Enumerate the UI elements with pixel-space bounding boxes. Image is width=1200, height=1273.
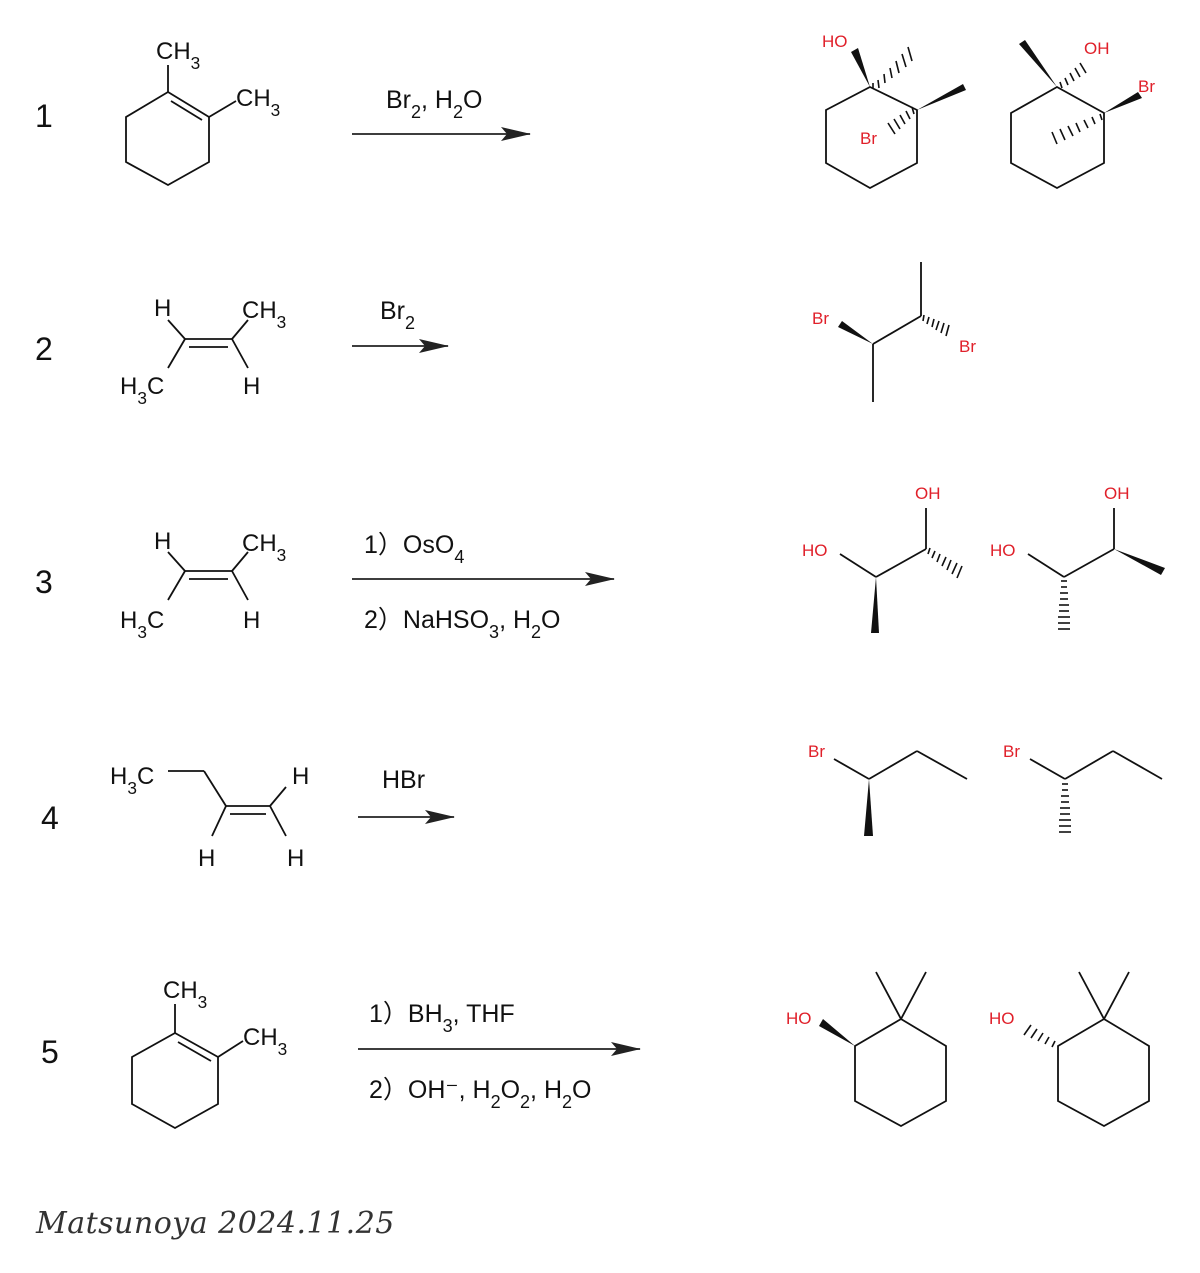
atom-label: OH: [1084, 39, 1110, 58]
atom-label: H: [292, 763, 309, 790]
atom-label: Br: [1138, 77, 1155, 96]
atom-label: H: [154, 528, 171, 555]
atom-label: OH: [1104, 484, 1130, 503]
reagent-label: 1）OsO4: [364, 531, 464, 567]
reaction-number: 2: [35, 331, 53, 367]
reaction-number: 5: [41, 1034, 59, 1070]
atom-label: H: [154, 295, 171, 322]
product: Br Br: [812, 262, 976, 402]
atom-label: Br: [812, 309, 829, 328]
reaction-3: 3 H CH3 H3C H 1）OsO4 2）NaHSO3, H2O: [35, 484, 1165, 642]
product: HO Br: [822, 32, 966, 190]
atom-label: Br: [1003, 742, 1020, 761]
atom-label: CH3: [236, 85, 280, 120]
atom-label: CH3: [163, 977, 207, 1012]
atom-label: HO: [989, 1009, 1015, 1028]
atom-label: CH3: [243, 1024, 287, 1059]
atom-label: OH: [915, 484, 941, 503]
product: HO: [989, 971, 1150, 1128]
atom-label: H: [243, 607, 260, 634]
product: Br: [808, 742, 968, 836]
reaction-4: 4 H3C H H H HBr Br: [41, 742, 1163, 872]
atom-label: Br: [860, 129, 877, 148]
product: OH HO: [990, 484, 1165, 630]
reaction-1: 1 CH3 CH3 Br2, H2O: [35, 32, 1155, 190]
atom-label: H: [243, 373, 260, 400]
atom-label: CH3: [242, 530, 286, 565]
product: OH Br: [1010, 39, 1155, 190]
reagent-label: HBr: [382, 766, 425, 794]
product: Br: [1003, 742, 1163, 833]
reactant: [131, 1004, 244, 1130]
atom-label: Br: [959, 337, 976, 356]
reaction-number: 4: [41, 800, 59, 836]
reagent-label: Br2, H2O: [386, 86, 482, 122]
reactant: [168, 770, 287, 837]
atom-label: H: [287, 845, 304, 872]
reaction-5: 5 CH3 CH3 1）BH3, THF 2）OH⁻, H2O2, H2O HO: [41, 971, 1150, 1130]
reactant: [167, 319, 249, 369]
atom-label: HO: [786, 1009, 812, 1028]
atom-label: HO: [822, 32, 848, 51]
reagent-label: 2）OH⁻, H2O2, H2O: [369, 1076, 591, 1112]
product: HO: [786, 971, 947, 1128]
atom-label: Br: [808, 742, 825, 761]
reaction-number: 3: [35, 564, 53, 600]
reactant: [167, 551, 249, 601]
reactant: [125, 65, 237, 187]
atom-label: CH3: [242, 297, 286, 332]
atom-label: H: [198, 845, 215, 872]
reaction-number: 1: [35, 98, 53, 134]
reaction-2: 2 H CH3 H3C H Br2: [35, 262, 976, 408]
atom-label: CH3: [156, 38, 200, 73]
atom-label: H3C: [120, 373, 164, 408]
signature: Matsunoya 2024.11.25: [36, 1206, 395, 1241]
reagent-label: 1）BH3, THF: [369, 1000, 515, 1036]
reagent-label: Br2: [380, 297, 415, 333]
atom-label: HO: [802, 541, 828, 560]
atom-label: HO: [990, 541, 1016, 560]
atom-label: H3C: [110, 763, 154, 798]
reagent-label: 2）NaHSO3, H2O: [364, 606, 560, 642]
atom-label: H3C: [120, 607, 164, 642]
product: OH HO: [802, 484, 963, 633]
